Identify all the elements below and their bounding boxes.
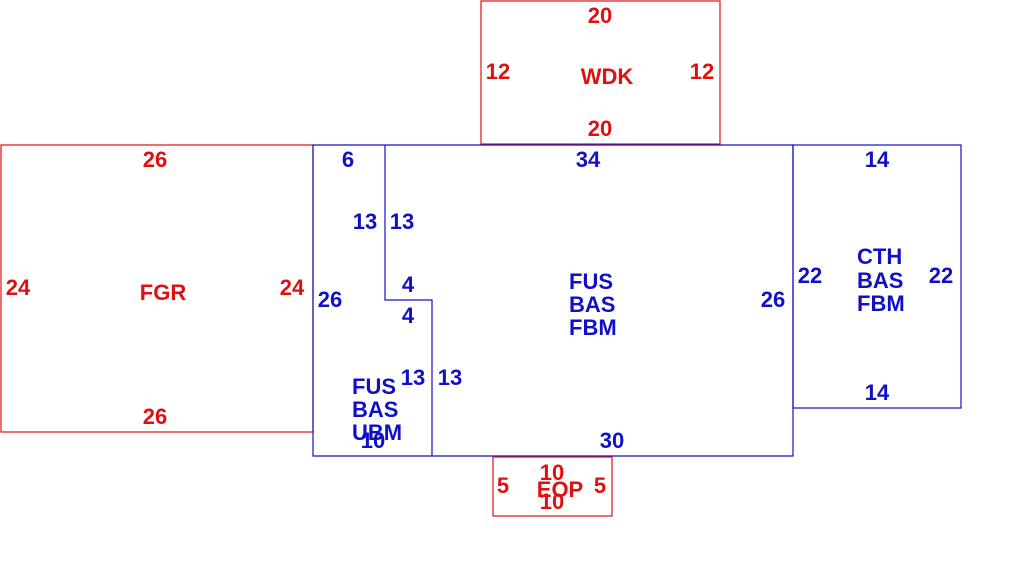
cth-label-line-1: CTH: [857, 244, 902, 269]
wdk-left-dimension: 12: [486, 59, 510, 84]
ubm-step-c-right-dimension: 13: [438, 365, 462, 390]
cth-label-line-3: FBM: [857, 291, 905, 316]
main-label-line-2: BAS: [569, 292, 615, 317]
main-right-dimension: 26: [761, 287, 785, 312]
fgr-label: FGR: [140, 280, 187, 305]
eop-top-dimension: 10: [540, 460, 564, 485]
wdk-right-dimension: 12: [690, 59, 714, 84]
main-area: 34 FUS BAS FBM 26 30: [385, 144, 794, 457]
fgr-bottom-dimension: 26: [143, 404, 167, 429]
ubm-bottom-dimension: 10: [361, 428, 385, 453]
fgr-top-dimension: 26: [143, 147, 167, 172]
fgr-left-dimension: 24: [6, 275, 31, 300]
main-bottom-dimension: 30: [600, 428, 624, 453]
eop-outline: [492, 456, 613, 517]
cth-area: 14 CTH BAS FBM 22 22 14: [792, 144, 962, 409]
ubm-step-a-left-dimension: 13: [353, 209, 377, 234]
eop-area: 10 5 EOP 5 10: [492, 456, 613, 517]
wdk-area: 20 12 WDK 12 20: [480, 0, 721, 145]
wdk-top-dimension: 20: [588, 3, 612, 28]
wdk-outline: [480, 0, 721, 145]
ubm-top-notch-dimension: 6: [342, 147, 354, 172]
ubm-left-dimension: 26: [318, 287, 342, 312]
ubm-step-c-left-dimension: 13: [401, 365, 425, 390]
fgr-area: 26 24 FGR 24 26: [0, 144, 314, 433]
cth-right-dimension: 22: [929, 263, 953, 288]
wdk-bottom-dimension: 20: [588, 116, 612, 141]
cth-top-dimension: 14: [865, 147, 890, 172]
ubm-step-b-bottom-dimension: 4: [402, 303, 415, 328]
cth-left-dimension: 22: [798, 263, 822, 288]
ubm-step-a-right-dimension: 13: [390, 209, 414, 234]
main-label-line-3: FBM: [569, 315, 617, 340]
ubm-area: 6 13 13 4 26 4 13 13 FUS BAS UBM 10: [312, 144, 462, 457]
ubm-label-line-3: UBM: [352, 420, 402, 445]
ubm-label-line-1: FUS: [352, 374, 396, 399]
cth-outline: [792, 144, 962, 409]
cth-label-line-2: BAS: [857, 268, 903, 293]
eop-bottom-dimension: 10: [540, 489, 564, 514]
ubm-step-b-top-dimension: 4: [402, 272, 415, 297]
main-top-dimension: 34: [576, 147, 601, 172]
cth-bottom-dimension: 14: [865, 380, 890, 405]
wdk-label: WDK: [581, 64, 634, 89]
eop-left-dimension: 5: [497, 473, 509, 498]
ubm-label-line-2: BAS: [352, 397, 398, 422]
eop-right-dimension: 5: [594, 473, 606, 498]
eop-label: EOP: [537, 477, 583, 502]
fgr-right-dimension: 24: [280, 275, 305, 300]
main-label-line-1: FUS: [569, 269, 613, 294]
